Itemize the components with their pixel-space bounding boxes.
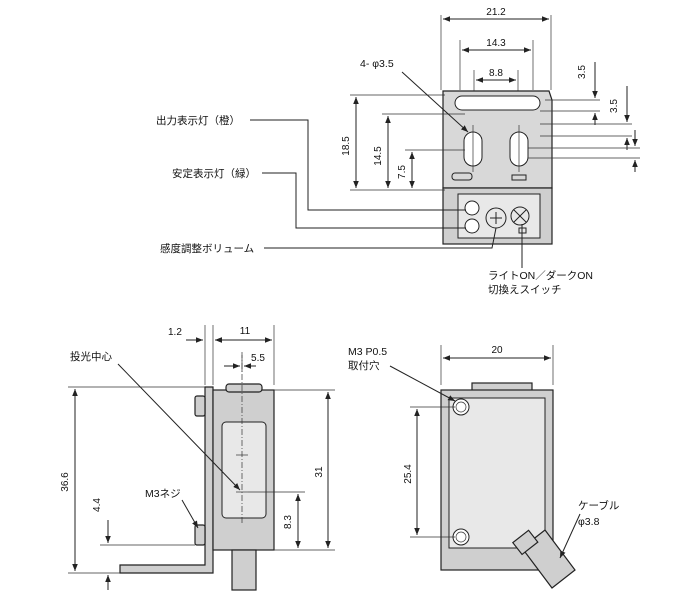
label-cable-line2: φ3.8 <box>578 516 600 528</box>
dim-bracket: 1.2 <box>168 327 182 338</box>
side-top-cap <box>225 383 263 393</box>
dim-height-c: 7.5 <box>397 165 408 179</box>
dim-height-b: 14.5 <box>373 146 384 166</box>
dim-hole-inner: 8.8 <box>489 68 503 79</box>
dim-bottom: 4.4 <box>92 498 103 512</box>
top-view: 21.2 14.3 8.8 <box>156 7 640 296</box>
top-slot <box>454 95 541 111</box>
lens-window <box>221 421 267 519</box>
label-stability-indicator: 安定表示灯（緑） <box>172 167 256 180</box>
label-cable-line1: ケーブル <box>578 499 619 512</box>
dim-front-width: 20 <box>491 345 503 356</box>
label-m3-screw: M3ネジ <box>145 488 181 500</box>
dim-body-width: 11 <box>240 326 251 337</box>
label-output-indicator: 出力表示灯（橙） <box>156 114 240 127</box>
dim-right-top: 3.5 <box>577 65 588 79</box>
stability-lamp <box>511 174 527 181</box>
dim-front-height: 25.4 <box>403 464 414 484</box>
label-switch-line2: 切換えスイッチ <box>488 284 562 296</box>
label-optical-center: 投光中心 <box>70 350 112 363</box>
output-lamp <box>451 172 473 181</box>
dim-right-mid: 3.5 <box>609 99 620 113</box>
mount-hole-top <box>452 398 470 416</box>
side-cable <box>231 549 257 591</box>
dim-hole-outer: 14.3 <box>486 38 506 49</box>
label-mount-line1: M3 P0.5 <box>348 346 387 358</box>
dim-center-offset: 5.5 <box>251 353 265 364</box>
output-indicator-dot <box>464 200 480 216</box>
mode-switch[interactable] <box>510 206 530 226</box>
front-face <box>448 397 546 549</box>
label-switch-line1: ライトON／ダークON <box>488 269 593 282</box>
dim-width-total: 21.2 <box>486 7 506 18</box>
dim-lower-height: 8.3 <box>283 515 294 529</box>
screw-head-bottom <box>194 524 206 546</box>
side-view: 1.2 11 5.5 36.6 4.4 <box>60 325 335 591</box>
dim-height-a: 18.5 <box>341 136 352 156</box>
stability-indicator-dot <box>464 218 480 234</box>
dim-total-height: 36.6 <box>60 472 71 492</box>
label-sensitivity-volume: 感度調整ボリューム <box>160 242 254 255</box>
dim-right-height: 31 <box>314 466 325 478</box>
label-holes: 4- φ3.5 <box>360 58 394 70</box>
front-view: 20 25.4 M3 P0.5 取付穴 ケーブル φ3.8 <box>348 345 619 589</box>
mount-hole-bottom <box>452 528 470 546</box>
label-mount-line2: 取付穴 <box>348 359 380 372</box>
screw-head-top <box>194 395 206 417</box>
